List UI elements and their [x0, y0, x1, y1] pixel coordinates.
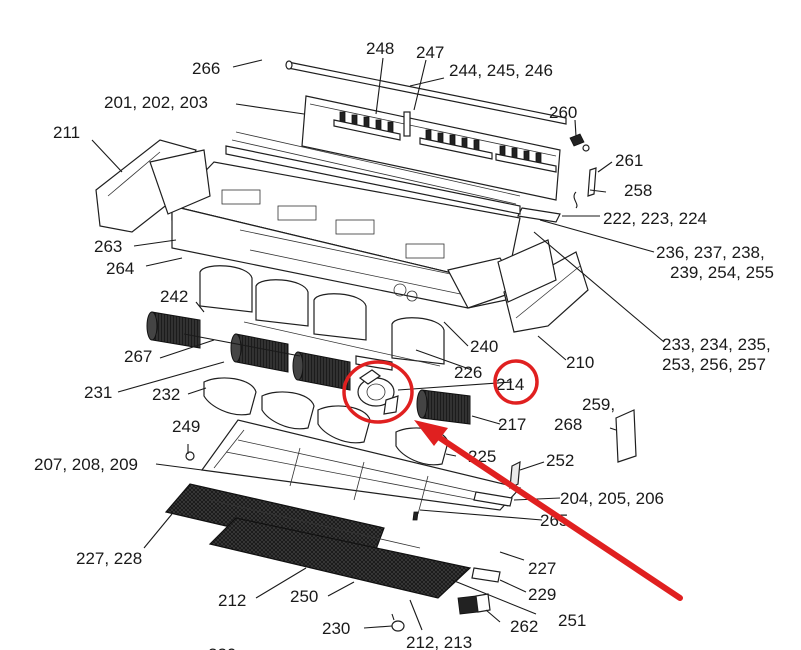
label-231: 231: [84, 383, 112, 402]
label-263: 263: [94, 237, 122, 256]
label-258: 258: [624, 181, 652, 200]
highlight-arrow-shaft: [431, 431, 683, 601]
fan-wheel-231b: [292, 351, 351, 391]
label-262: 262: [510, 617, 538, 636]
label-233-group-line2: 253, 256, 257: [662, 355, 766, 374]
highlight-circle-label-214: [493, 359, 539, 405]
label-222-223-224: 222, 223, 224: [603, 209, 707, 228]
label-236-group-line1: 236, 237, 238,: [656, 243, 765, 262]
label-212: 212: [218, 591, 246, 610]
side-panel-part: [615, 409, 637, 463]
label-212-213: 212, 213: [406, 633, 472, 650]
label-249: 249: [172, 417, 200, 436]
label-236-group-line2: 239, 254, 255: [670, 263, 774, 282]
scroll-housings-upper: [199, 265, 445, 367]
label-214: 214: [496, 375, 524, 394]
parts-drawing: [95, 60, 637, 632]
left-end-cap-part: [95, 139, 211, 233]
top-rail-part: [285, 60, 567, 125]
label-251: 251: [558, 611, 586, 630]
main-chassis-part: [170, 131, 521, 309]
leader-lines: [91, 57, 665, 631]
air-filter-part: [164, 483, 501, 599]
label-233-group-line1: 233, 234, 235,: [662, 335, 771, 354]
louver-panel-part: [301, 95, 561, 201]
label-232: 232: [152, 385, 180, 404]
label-267: 267: [124, 347, 152, 366]
label-268: 268: [554, 415, 582, 434]
bottom-small-parts: [391, 511, 491, 632]
label-207-208-209: 207, 208, 209: [34, 455, 138, 474]
label-226: 226: [454, 363, 482, 382]
label-242: 242: [160, 287, 188, 306]
label-227-228: 227, 228: [76, 549, 142, 568]
label-201-202-203: 201, 202, 203: [104, 93, 208, 112]
fan-wheel-231a: [230, 333, 289, 373]
highlight-annotation: [342, 359, 683, 601]
label-227: 227: [528, 559, 556, 578]
label-252: 252: [546, 451, 574, 470]
label-259: 259,: [582, 395, 615, 414]
callout-labels: 266 248 247 244, 245, 246 201, 202, 203 …: [34, 39, 774, 650]
label-264: 264: [106, 259, 134, 278]
label-210: 210: [566, 353, 594, 372]
label-229: 229: [528, 585, 556, 604]
top-right-small-parts: [517, 133, 597, 223]
highlight-circle-motor: [342, 360, 414, 424]
label-230: 230: [322, 619, 350, 638]
label-240: 240: [470, 337, 498, 356]
label-261: 261: [615, 151, 643, 170]
small-part-252: [509, 460, 521, 490]
label-220-partial: 220: [208, 645, 236, 650]
label-244-245-246: 244, 245, 246: [449, 61, 553, 80]
label-247: 247: [416, 43, 444, 62]
label-217: 217: [498, 415, 526, 434]
label-260: 260: [549, 103, 577, 122]
label-266: 266: [192, 59, 220, 78]
fan-wheels: [146, 311, 471, 425]
fan-wheel-217: [416, 389, 471, 425]
label-250: 250: [290, 587, 318, 606]
fan-wheel-267: [146, 311, 201, 349]
label-248: 248: [366, 39, 394, 58]
highlight-arrow-head: [414, 420, 448, 446]
label-204-205-206: 204, 205, 206: [560, 489, 664, 508]
right-end-cap-part: [497, 239, 589, 333]
label-211: 211: [53, 123, 80, 142]
